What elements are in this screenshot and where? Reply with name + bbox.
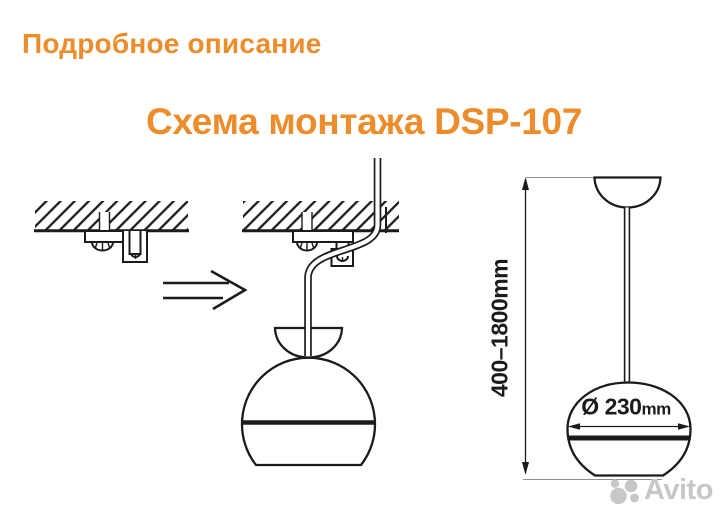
mounting-bracket-left: [84, 212, 148, 263]
transform-arrow-icon: [163, 269, 248, 311]
diagram-title: Схема монтажа DSP-107: [146, 101, 583, 142]
avito-watermark: Avito: [609, 476, 713, 505]
mounting-bracket-middle: [292, 212, 354, 267]
lamp-shade-middle: [240, 356, 377, 467]
ceiling-section-middle: [242, 201, 399, 233]
diameter-arrow: [568, 423, 690, 430]
avito-logo-icon: [610, 479, 639, 505]
lamp-shade-right: [566, 381, 692, 477]
power-cable: [304, 158, 382, 356]
avito-watermark-text: Avito: [644, 474, 713, 506]
section-title: Подробное описание: [22, 28, 322, 59]
ceiling-section-left: [34, 201, 189, 233]
diameter-unit: mm: [641, 399, 671, 419]
lamp-canopy-right: [593, 176, 662, 209]
diameter-value: Ø 230: [581, 393, 642, 420]
height-dimension: [522, 176, 662, 481]
height-dimension-label: 400–1800mm: [486, 258, 513, 398]
diameter-dimension-label: Ø 230mm: [581, 393, 671, 421]
